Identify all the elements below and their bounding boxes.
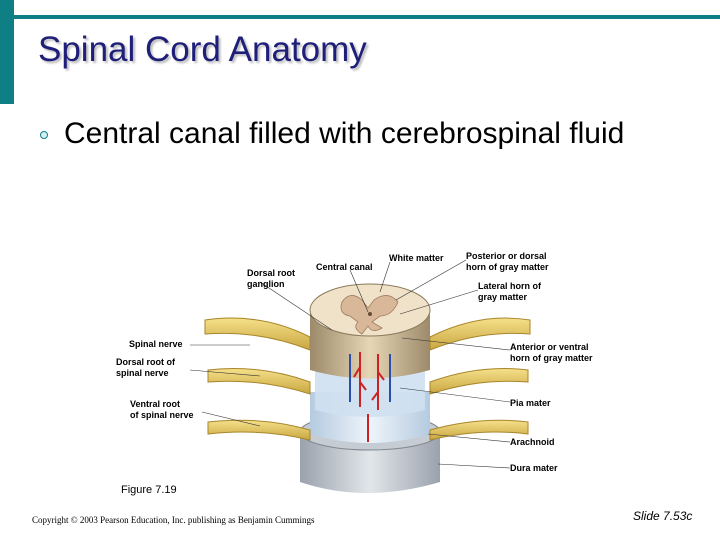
- slide-title: Spinal Cord Anatomy: [38, 30, 367, 69]
- label-spinal-nerve: Spinal nerve: [129, 339, 183, 349]
- label-posterior-horn: Posterior or dorsal horn of gray matter: [466, 251, 549, 272]
- label-pia-mater: Pia mater: [510, 398, 551, 408]
- label-dura-mater: Dura mater: [510, 463, 558, 473]
- accent-bar: [0, 0, 14, 104]
- label-central-canal: Central canal: [316, 262, 373, 272]
- label-anterior-horn: Anterior or ventral horn of gray matter: [510, 342, 593, 363]
- label-lateral-horn: Lateral horn of gray matter: [478, 281, 542, 302]
- figure-caption: Figure 7.19: [121, 484, 177, 496]
- central-canal-dot: [368, 312, 372, 316]
- bullet-icon: [40, 131, 48, 139]
- label-white-matter: White matter: [389, 253, 444, 263]
- label-dorsal-root-ganglion: Dorsal root ganglion: [247, 268, 296, 289]
- spinal-cord-illustration: [189, 259, 531, 493]
- blood-vessels: [353, 352, 385, 442]
- copyright-notice: Copyright © 2003 Pearson Education, Inc.…: [32, 515, 315, 525]
- accent-line: [14, 15, 720, 19]
- bullet-text: Central canal filled with cerebrospinal …: [64, 117, 625, 150]
- label-dorsal-root: Dorsal root of spinal nerve: [116, 357, 176, 378]
- label-arachnoid: Arachnoid: [510, 437, 555, 447]
- spinal-nerves: [204, 317, 531, 441]
- label-ventral-root: Ventral root of spinal nerve: [130, 399, 194, 420]
- slide-number: Slide 7.53c: [633, 509, 693, 523]
- leader-lines: [189, 259, 511, 469]
- spinal-cord-figure: Dorsal root ganglion Central canal White…: [110, 242, 610, 504]
